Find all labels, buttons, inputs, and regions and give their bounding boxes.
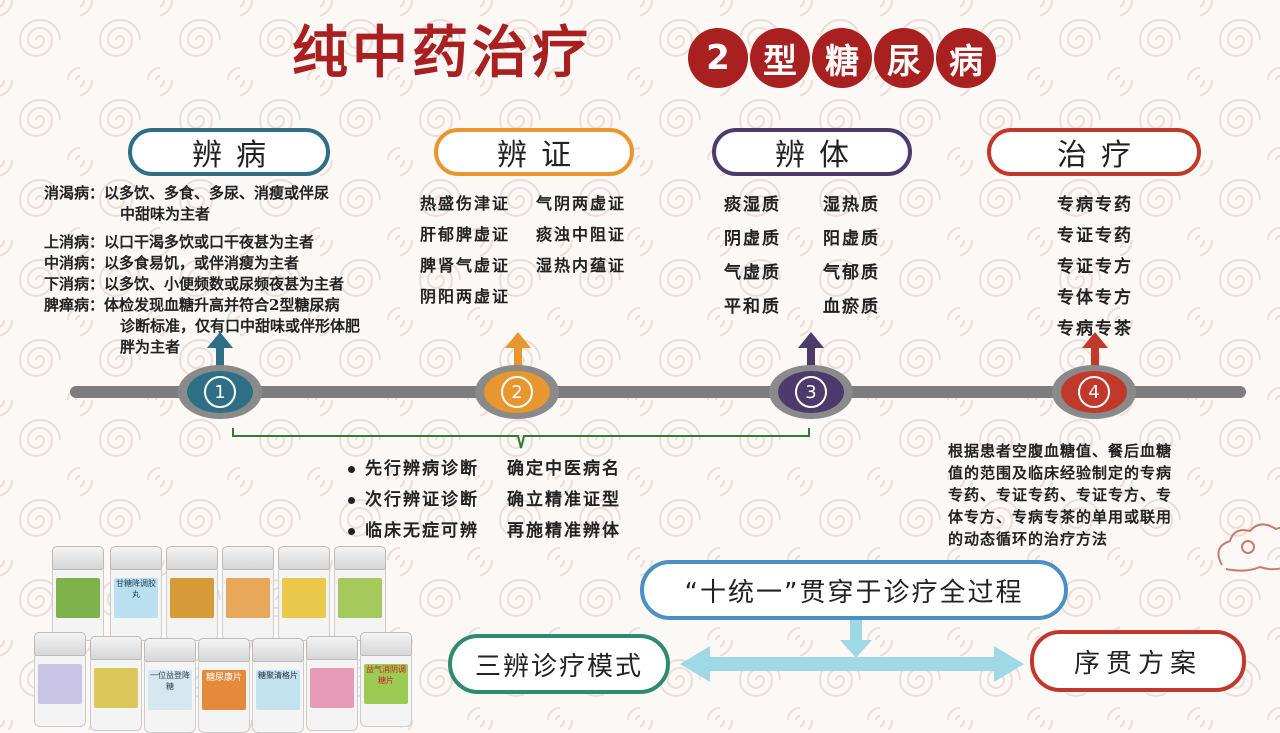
arrow-up-icon (505, 332, 531, 370)
medicine-bottle: 糖聚清格片 (252, 638, 304, 733)
arrow-up-icon (1082, 332, 1108, 370)
medicine-bottle (306, 636, 358, 731)
constitution-item: 湿热质 (823, 195, 880, 215)
syndrome-item: 气阴两虚证 (536, 194, 627, 213)
title-badge: 2 (688, 28, 748, 88)
timeline-node-3: 3 (769, 365, 853, 419)
treatment-item: 专证专方 (1057, 257, 1133, 277)
constitution-item: 阳虚质 (823, 229, 880, 249)
medicine-bottle (334, 546, 386, 641)
constitution-item: 血瘀质 (823, 297, 880, 317)
step-number: 2 (501, 376, 533, 408)
treatment-description: 根据患者空腹血糖值、餐后血糖 值的范围及临床经验制定的专病 专药、专证专药、专证… (948, 442, 1173, 548)
bianbing-list: 消渴病：以多饮、多食、多尿、消瘦或伴尿 中甜味为主者 上消病：以口干渴多饮或口干… (44, 183, 404, 358)
step-number: 1 (204, 376, 236, 408)
title-badges: 2 型 糖 尿 病 (688, 28, 996, 88)
stage-header-zhiliao: 治疗 (987, 128, 1201, 176)
unification-box: “十统一”贯穿于诊疗全过程 (640, 560, 1068, 620)
page-title: 纯中药治疗 (292, 20, 592, 86)
plan-box: 序贯方案 (1030, 630, 1246, 692)
constitution-item: 气虚质 (724, 263, 781, 283)
constitution-item: 痰湿质 (724, 195, 781, 215)
step-number: 3 (795, 376, 827, 408)
bianzheng-grid: 热盛伤津证 气阴两虚证 肝郁脾虚证 痰浊中阻证 脾肾气虚证 湿热内蕴证 阴阳两虚… (420, 190, 626, 307)
list-item: 次行辨证诊断确立精准证型 (348, 485, 621, 516)
syndrome-item (536, 283, 626, 307)
bracket (232, 428, 810, 449)
syndrome-item: 痰浊中阻证 (536, 225, 627, 244)
medicine-bottle (52, 546, 104, 641)
stage-header-bianti: 辨体 (712, 128, 912, 176)
zhiliao-list: 专病专药 专证专药 专证专方 专体专方 专病专茶 (1040, 190, 1150, 339)
medicine-bottle: 糖尿康片 (198, 638, 250, 733)
cloud-ornament (1217, 523, 1280, 572)
medicine-bottle (222, 546, 274, 641)
timeline-node-4: 4 (1052, 365, 1136, 419)
list-item: 上消病：以口干渴多饮或口干夜甚为主者 (44, 233, 315, 251)
title-badge: 病 (936, 28, 996, 88)
timeline-bar (70, 386, 1246, 398)
treatment-item: 专证专药 (1057, 226, 1133, 246)
step-number: 4 (1078, 376, 1110, 408)
constitution-item: 气郁质 (823, 263, 880, 283)
mode-box: 三辨诊疗模式 (448, 634, 670, 694)
bianti-grid: 痰湿质 湿热质 阴虚质 阳虚质 气虚质 气郁质 平和质 血瘀质 (724, 190, 880, 317)
medicine-bottle (34, 632, 86, 727)
medicine-bottle (90, 636, 142, 731)
timeline-node-1: 1 (178, 365, 262, 419)
syndrome-item: 湿热内蕴证 (536, 256, 627, 275)
title-badge: 尿 (874, 28, 934, 88)
medicine-bottle: 甘糖降调胶丸 (110, 546, 162, 641)
title-badge: 型 (750, 28, 810, 88)
medicine-bottle (278, 546, 330, 641)
bullet-list: 先行辨病诊断确定中医病名 次行辨证诊断确立精准证型 临床无症可辨再施精准辨体 (348, 454, 621, 547)
syndrome-item: 热盛伤津证 (420, 194, 511, 213)
treatment-item: 专病专药 (1057, 195, 1133, 215)
title-badge: 糖 (812, 28, 872, 88)
list-item: 临床无症可辨再施精准辨体 (348, 516, 621, 547)
arrow-up-icon (207, 332, 233, 370)
medicine-bottles: 甘糖降调胶丸 一位益登降糖 糖尿康片 糖聚清格片 益气消阴调糖片 (30, 540, 420, 733)
list-item: 先行辨病诊断确定中医病名 (348, 454, 621, 485)
list-item: 中消病：以多食易饥，或伴消瘦为主者 (44, 254, 300, 272)
list-item: 诊断标准，仅有口中甜味或伴形体肥 (120, 317, 361, 335)
treatment-item: 专体专方 (1057, 288, 1133, 308)
timeline-node-2: 2 (475, 365, 559, 419)
double-arrow-icon (680, 646, 1024, 682)
arrow-up-icon (798, 332, 824, 370)
arrow-down-icon (840, 620, 872, 658)
medicine-bottle: 益气消阴调糖片 (360, 632, 412, 727)
constitution-item: 阴虚质 (724, 229, 781, 249)
medicine-bottle (166, 546, 218, 641)
list-item: 下消病：以多饮、小便频数或尿频夜甚为主者 (44, 275, 345, 293)
syndrome-item: 阴阳两虚证 (420, 287, 511, 306)
treatment-item: 专病专茶 (1057, 319, 1133, 339)
stage-header-bianbing: 辨病 (128, 128, 330, 176)
syndrome-item: 脾肾气虚证 (420, 256, 511, 275)
list-item: 中甜味为主者 (120, 205, 211, 223)
medicine-bottle: 一位益登降糖 (144, 638, 196, 733)
constitution-item: 平和质 (724, 297, 781, 317)
list-item: 消渴病：以多饮、多食、多尿、消瘦或伴尿 (44, 184, 330, 202)
stage-header-bianzheng: 辨证 (434, 128, 634, 176)
syndrome-item: 肝郁脾虚证 (420, 225, 511, 244)
list-item: 胖为主者 (120, 338, 181, 356)
list-item: 脾瘅病：体检发现血糖升高并符合2型糖尿病 (44, 296, 340, 314)
